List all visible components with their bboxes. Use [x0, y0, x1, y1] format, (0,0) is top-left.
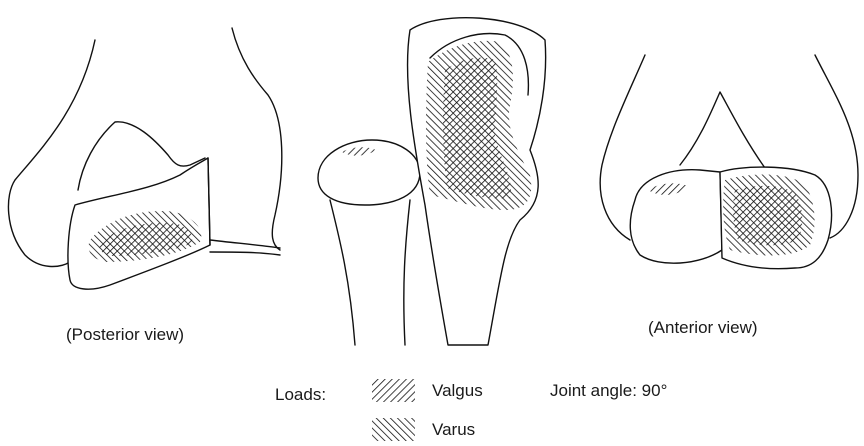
anterior-view-drawing — [600, 55, 858, 269]
joint-angle-label: Joint angle: 90° — [550, 381, 667, 400]
legend-valgus-label: Valgus — [432, 381, 483, 400]
anterior-fossa — [680, 92, 765, 168]
posterior-view-label: (Posterior view) — [66, 325, 184, 344]
lateral-view-drawing — [318, 18, 546, 345]
legend-valgus-swatch — [372, 379, 415, 402]
legend-loads-label: Loads: — [275, 385, 326, 404]
anterior-view-label: (Anterior view) — [648, 318, 758, 337]
legend-varus-swatch — [372, 418, 415, 441]
radius-shaft — [330, 200, 355, 345]
anterior-valgus-contact-area — [733, 186, 802, 245]
posterior-humerus-right-outline — [232, 28, 282, 250]
posterior-view-drawing — [8, 28, 281, 289]
legend-varus-label: Varus — [432, 420, 475, 439]
